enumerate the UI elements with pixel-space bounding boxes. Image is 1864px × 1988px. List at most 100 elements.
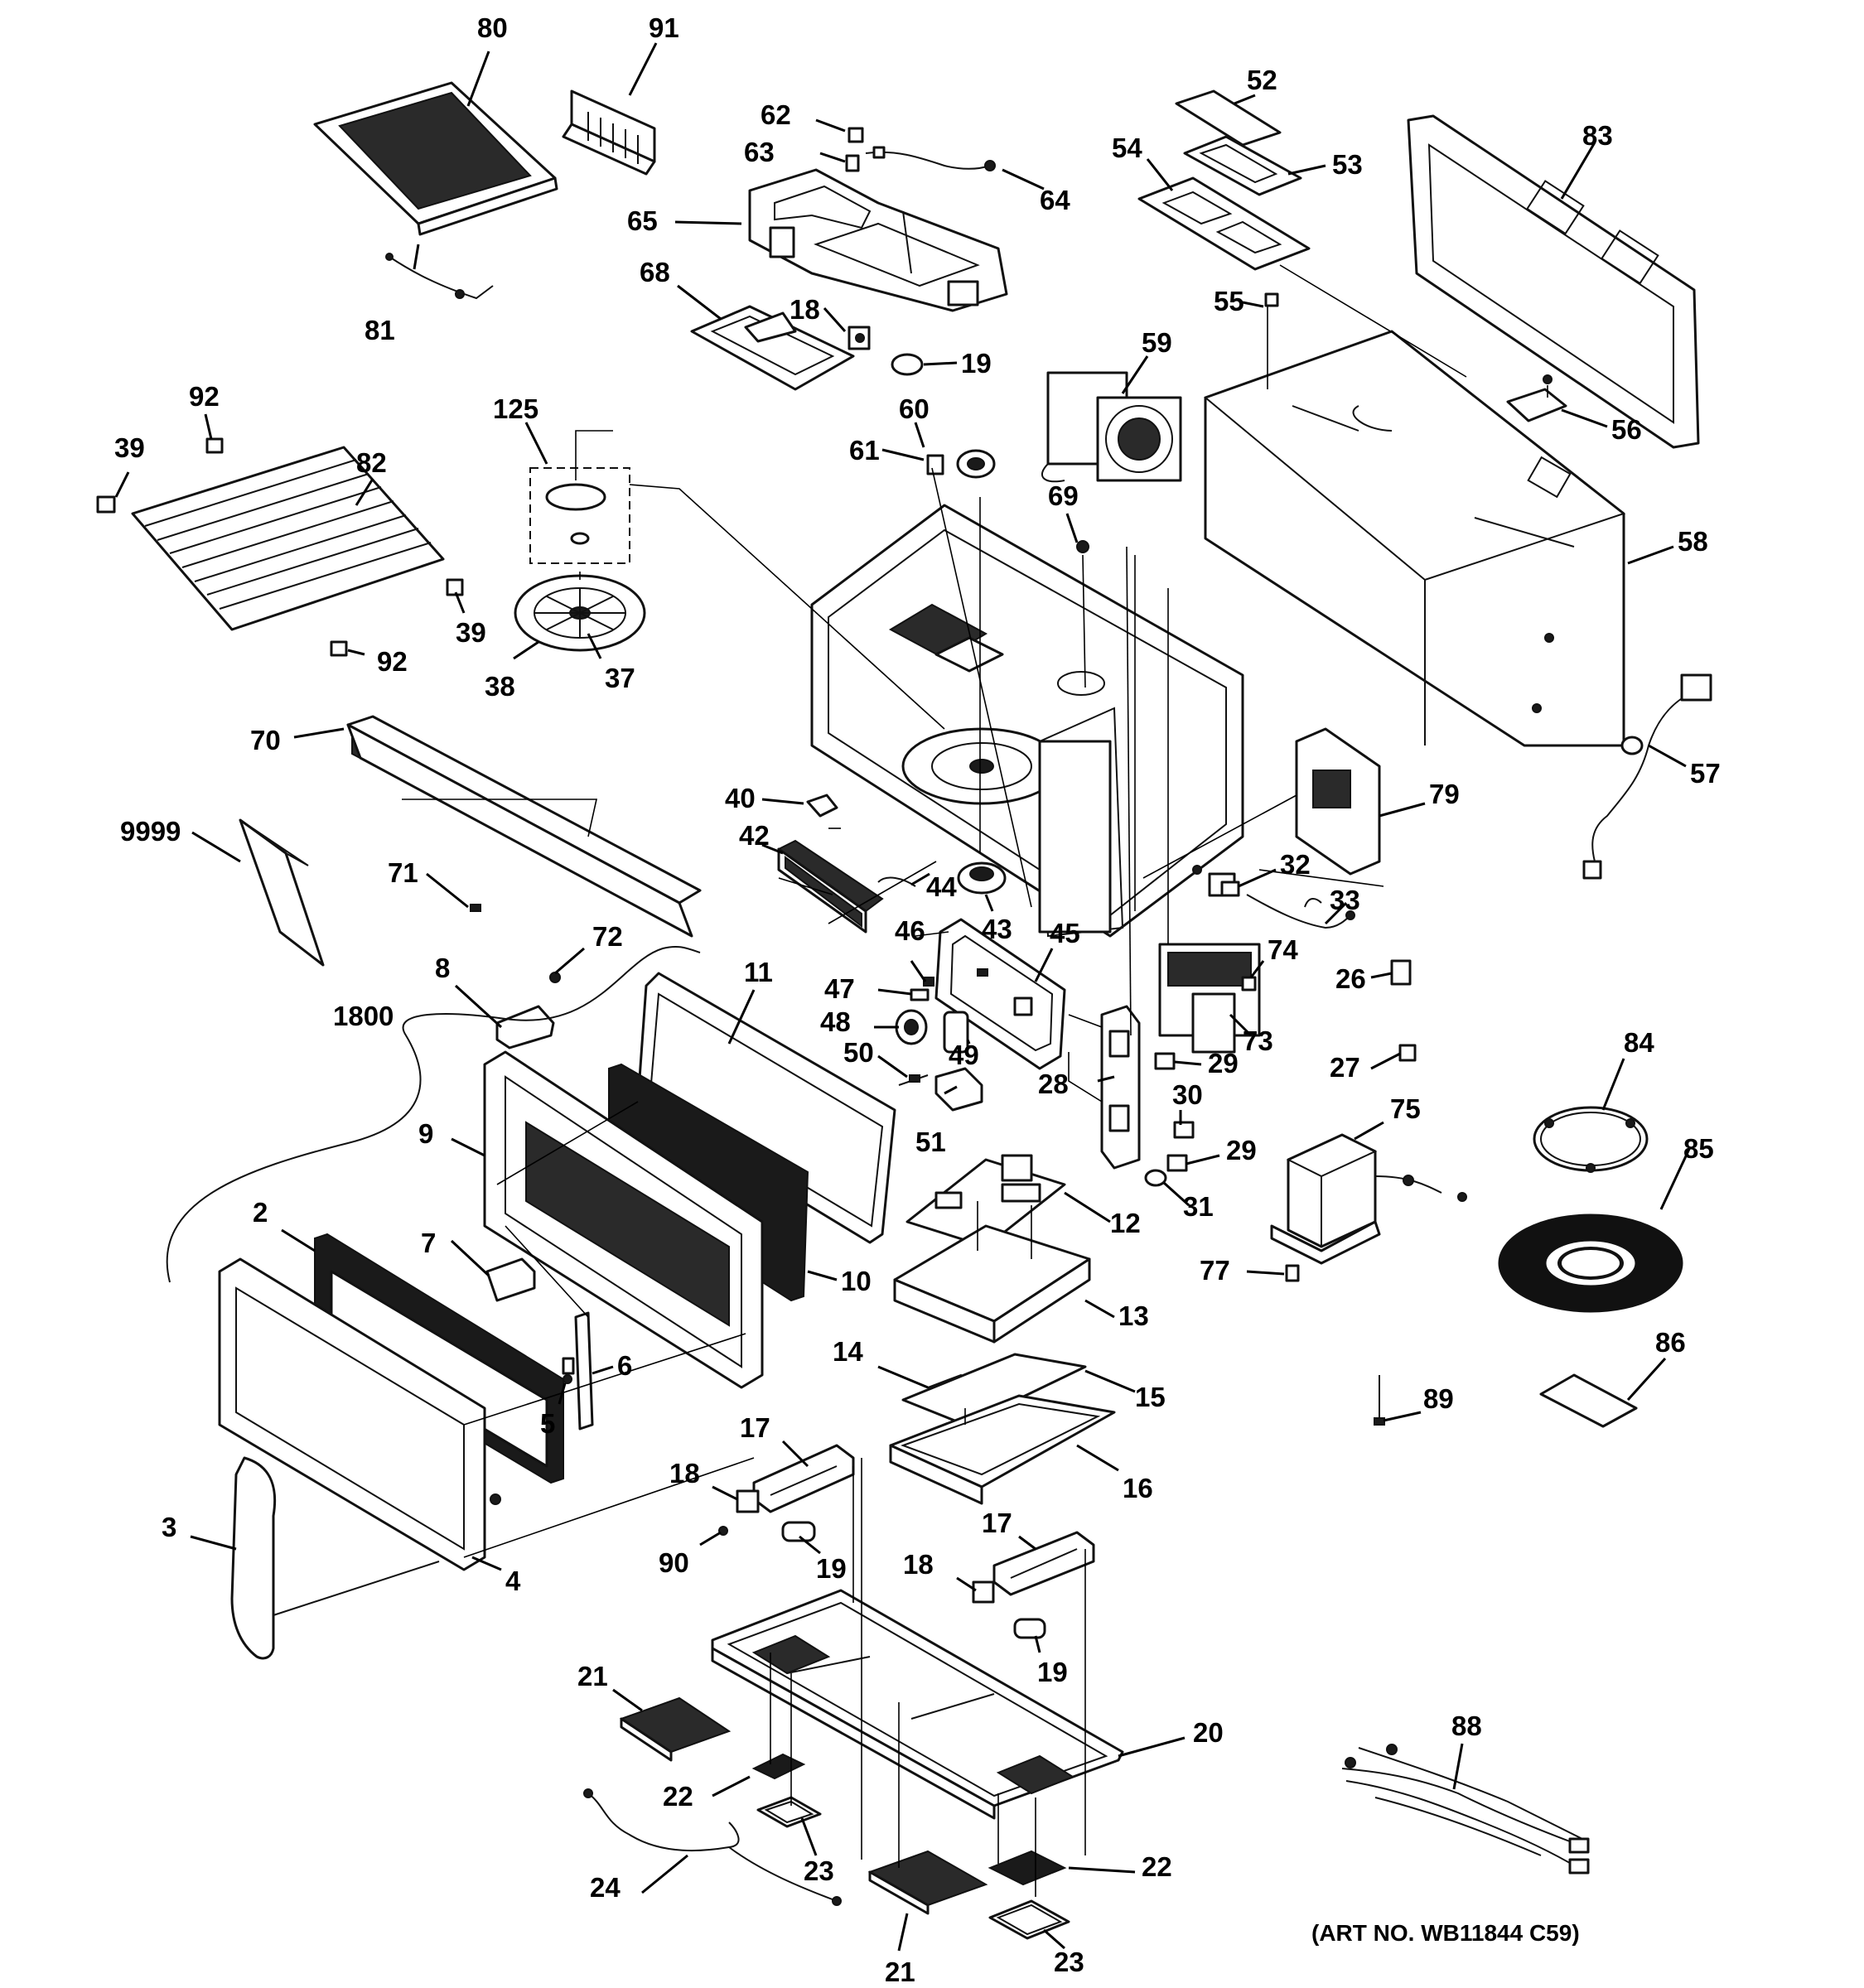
- callout-label: 10: [841, 1266, 872, 1296]
- lamp-socket-left-part: [736, 1489, 760, 1513]
- callout-label: 37: [605, 663, 635, 693]
- resistor-50-part: [898, 1074, 929, 1086]
- callout-label: 63: [744, 137, 775, 167]
- callout-label: 73: [1243, 1025, 1273, 1056]
- callout-label: 82: [356, 447, 387, 478]
- callout-label: 19: [961, 348, 992, 379]
- door-hinge-top-part: [495, 1005, 555, 1049]
- door-outer-frame-part: [218, 1257, 486, 1571]
- control-board-part: [934, 918, 1066, 1070]
- switch-29-upper-part: [1154, 1052, 1176, 1070]
- part-26: [1390, 959, 1412, 986]
- callout-label: 51: [915, 1127, 946, 1157]
- callout-label: 20: [1193, 1717, 1224, 1748]
- callout-label: 21: [885, 1957, 915, 1987]
- vent-damper-part: [1137, 89, 1311, 271]
- callout-label: 85: [1683, 1133, 1714, 1164]
- art-number: (ART NO. WB11844 C59): [1311, 1920, 1580, 1946]
- callout-label: 18: [903, 1549, 934, 1580]
- callout-label: 39: [114, 432, 145, 463]
- part-31: [1144, 1169, 1167, 1187]
- drive-coupler-box: [529, 467, 630, 564]
- light-housing-right-part: [992, 1531, 1095, 1596]
- door-hinge-6-part: [562, 1311, 594, 1431]
- callout-label: 21: [577, 1661, 608, 1691]
- bottom-plate-part: [711, 1589, 1124, 1820]
- callout-label: 69: [1048, 480, 1079, 511]
- callout-label: 26: [1335, 963, 1366, 994]
- fuse-holder-part: [1192, 865, 1240, 897]
- callout-label: 18: [669, 1458, 700, 1489]
- door-latch-7-part: [485, 1257, 536, 1302]
- callout-label: 39: [456, 617, 486, 648]
- callout-label: 22: [1142, 1851, 1172, 1882]
- switch-29-lower-part: [1166, 1154, 1188, 1172]
- door-screw-5-part: [563, 1374, 572, 1384]
- callout-label: 70: [250, 725, 281, 755]
- callout-label: 40: [725, 783, 756, 813]
- magnetron-part: [1158, 943, 1261, 1054]
- callout-label: 46: [895, 915, 925, 946]
- wire-24-part: [583, 1788, 842, 1906]
- callout-label: 22: [663, 1781, 693, 1812]
- callout-label: 71: [388, 857, 418, 888]
- callout-label: 55: [1214, 286, 1244, 316]
- switch-46-part: [923, 977, 934, 987]
- control-tray-part: [893, 1224, 1091, 1344]
- callout-label: 14: [833, 1336, 863, 1367]
- assembly-guides: [402, 264, 1548, 1897]
- callout-label: 59: [1142, 327, 1172, 358]
- callout-label: 8: [435, 953, 450, 983]
- callout-label: 56: [1611, 414, 1642, 445]
- callout-label: 1800: [333, 1001, 394, 1031]
- callout-label: 74: [1268, 934, 1298, 965]
- screw-69-part: [1076, 540, 1089, 553]
- callout-label: 31: [1183, 1191, 1214, 1222]
- blower-motor-part: [1041, 371, 1182, 483]
- roller-ring-84-part: [1533, 1106, 1649, 1173]
- lens-right-part: [988, 1850, 1067, 1886]
- switch-30-part: [1173, 1121, 1195, 1139]
- callout-label: 80: [477, 12, 508, 43]
- rack-clip-left-part: [96, 495, 116, 514]
- callout-labels: 80 91 62 63 64 65 68 18 19 52 54 53 83 5…: [114, 12, 1721, 1987]
- relay-51-part: [934, 1067, 983, 1112]
- callout-label: 4: [505, 1566, 521, 1596]
- callout-label: 29: [1226, 1135, 1257, 1165]
- damper-bracket-part: [1506, 374, 1567, 422]
- callout-label: 2: [253, 1197, 268, 1228]
- callout-label: 7: [421, 1228, 436, 1258]
- coupler-part: [806, 794, 838, 818]
- callout-label: 58: [1678, 526, 1708, 557]
- callout-label: 23: [804, 1855, 834, 1886]
- door-screw-72-part: [549, 972, 561, 983]
- callout-label: 16: [1123, 1473, 1153, 1503]
- lamp-socket-right-part: [972, 1580, 995, 1604]
- switch-47-part: [910, 988, 930, 1001]
- callout-label: 3: [162, 1512, 176, 1542]
- callout-label: 77: [1200, 1255, 1230, 1286]
- callout-label: 61: [849, 435, 880, 466]
- callout-label: 9999: [120, 816, 181, 847]
- oven-rack-part: [131, 446, 445, 631]
- callout-label: 86: [1655, 1327, 1686, 1358]
- callout-label: 9: [418, 1118, 433, 1149]
- callout-label: 125: [493, 393, 538, 424]
- outer-case-part: [1204, 330, 1626, 747]
- lamp-bulb-top-part: [891, 353, 924, 376]
- touch-panel-part: [901, 1353, 1087, 1426]
- thermostat-74-part: [1241, 976, 1257, 992]
- callout-label: 18: [790, 294, 820, 325]
- callout-label: 50: [843, 1037, 874, 1068]
- lamp-bulb-left-part: [781, 1521, 816, 1542]
- callout-label: 90: [659, 1547, 689, 1578]
- grease-filter-center-part: [867, 1850, 988, 1915]
- callout-label: 17: [740, 1412, 770, 1443]
- callout-label: 27: [1330, 1052, 1360, 1083]
- mounting-plate-part: [1407, 114, 1700, 449]
- callout-label: 53: [1332, 149, 1363, 180]
- screw-89-part: [1374, 1375, 1385, 1426]
- callout-label: 43: [982, 914, 1012, 944]
- interlock-bracket-part: [1100, 1005, 1141, 1170]
